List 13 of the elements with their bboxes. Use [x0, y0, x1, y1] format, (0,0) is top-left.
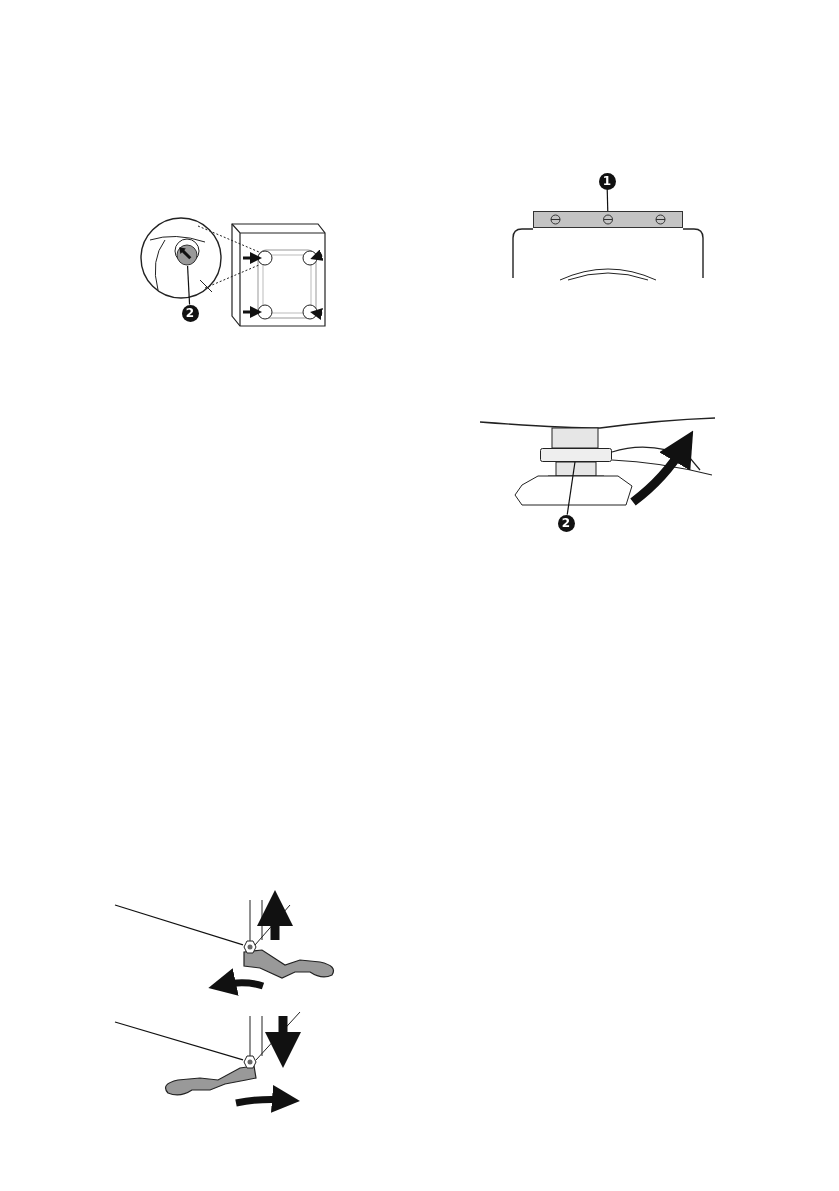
leader-line — [114, 904, 244, 946]
bolt-drawing — [176, 244, 198, 266]
nut-drawing — [243, 1055, 257, 1069]
callout-number: 2 — [181, 304, 199, 322]
leader-line — [606, 188, 609, 212]
leader-line — [114, 1021, 244, 1061]
callout-number: 2 — [557, 514, 575, 532]
nut-drawing — [243, 940, 257, 954]
locknut-drawing — [540, 448, 612, 462]
mounting-bracket — [533, 211, 683, 228]
leader-line — [566, 461, 576, 516]
leader-line — [186, 265, 191, 306]
callout-number: 1 — [598, 172, 616, 190]
